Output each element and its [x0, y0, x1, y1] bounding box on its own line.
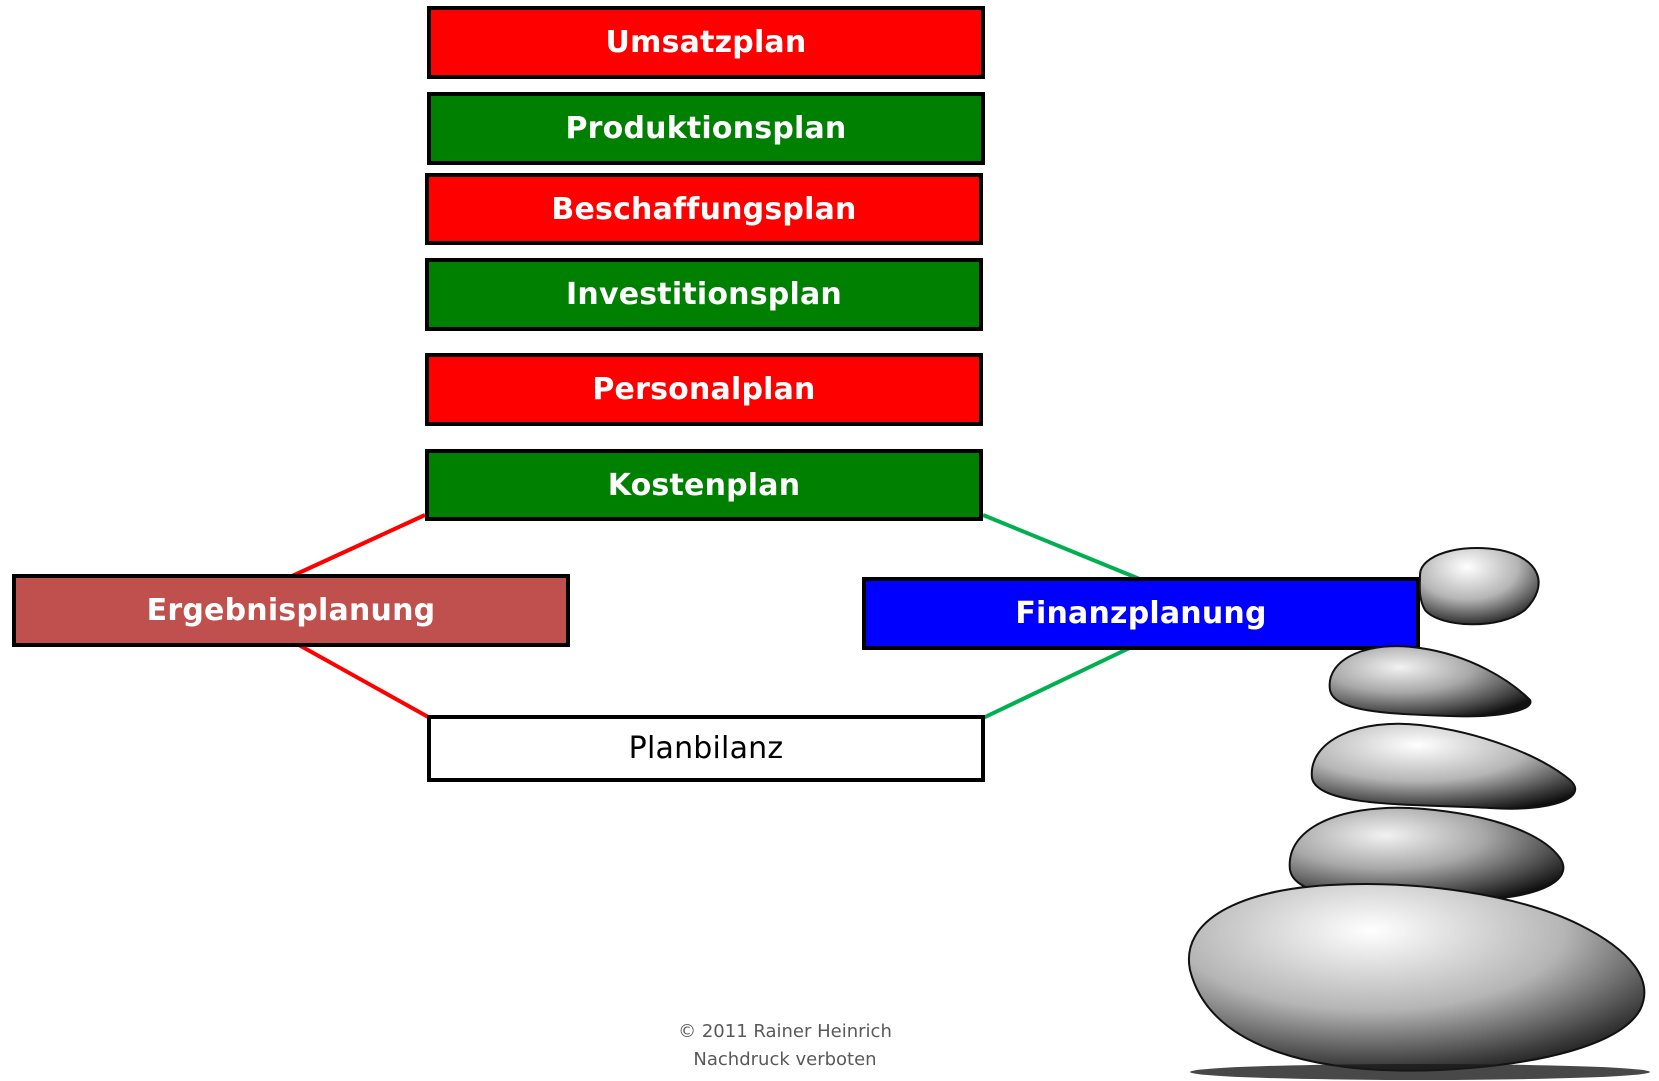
plan-box-kostenplan: Kostenplan: [425, 449, 983, 521]
plan-label: Beschaffungsplan: [551, 191, 857, 227]
plan-box-produktionsplan: Produktionsplan: [427, 92, 985, 165]
planbilanz-label: Planbilanz: [628, 731, 784, 766]
stone-bottom: [1187, 883, 1646, 1072]
plan-box-investitionsplan: Investitionsplan: [425, 258, 983, 331]
connector-kosten-finanz: [982, 513, 1143, 582]
finanzplanung-label: Finanzplanung: [1015, 596, 1267, 631]
plan-label: Produktionsplan: [565, 111, 847, 146]
plan-box-umsatzplan: Umsatzplan: [427, 6, 985, 79]
connector-ergebnis-bilanz: [289, 638, 431, 720]
copyright-line: © 2011 Rainer Heinrich: [678, 1021, 892, 1042]
connector-finanz-bilanz: [982, 640, 1143, 720]
stone-second: [1328, 645, 1532, 718]
ergebnisplanung-label: Ergebnisplanung: [146, 593, 436, 628]
copyright-footer: © 2011 Rainer Heinrich Nachdruck verbote…: [620, 1018, 950, 1074]
stone-shadow: [1190, 1064, 1650, 1080]
plan-box-beschaffungsplan: Beschaffungsplan: [425, 173, 983, 245]
plan-label: Kostenplan: [607, 467, 801, 503]
stone-top: [1418, 547, 1540, 626]
plan-label: Investitionsplan: [566, 277, 842, 312]
stone-third: [1310, 722, 1577, 810]
ergebnisplanung-box: Ergebnisplanung: [12, 574, 570, 647]
reprint-notice: Nachdruck verboten: [693, 1049, 877, 1070]
plan-label: Personalplan: [592, 372, 816, 407]
plan-box-personalplan: Personalplan: [425, 353, 983, 426]
finanzplanung-box: Finanzplanung: [862, 577, 1420, 650]
connector-kosten-ergebnis: [289, 513, 426, 579]
plan-label: Umsatzplan: [605, 25, 807, 60]
stacked-stones-image: [1187, 547, 1650, 1080]
planbilanz-box: Planbilanz: [427, 715, 985, 782]
